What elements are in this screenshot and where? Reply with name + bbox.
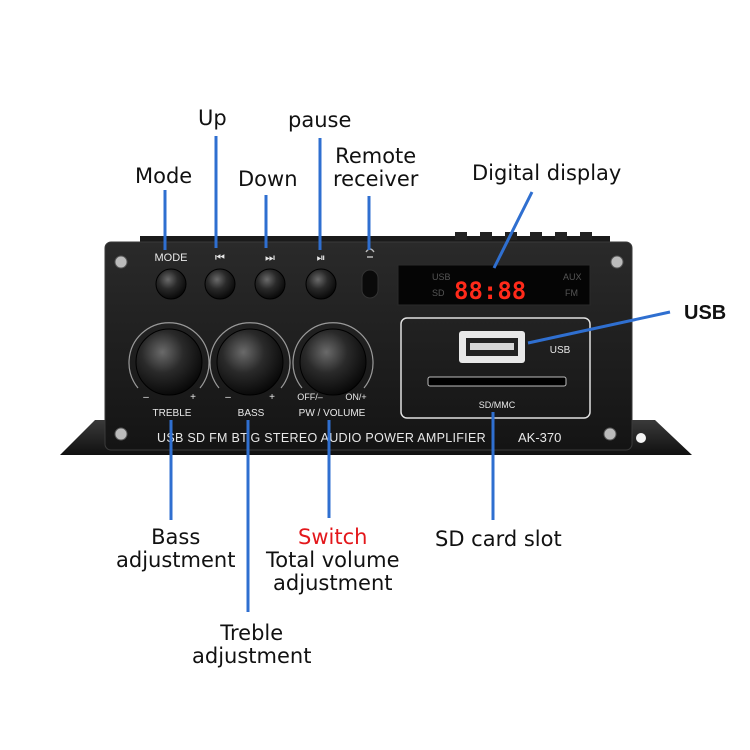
treble-knob[interactable] [128,322,210,396]
prev-glyph: ⏮ [215,252,225,264]
callout-treble-adjustment: Treble adjustment [192,622,311,668]
callout-switch: Switch [298,525,368,549]
bass-label: BASS [238,408,265,419]
callout-digital-display: Digital display [472,161,622,185]
next-glyph: ⏭ [265,252,275,264]
volume-plus: ON/+ [345,392,366,402]
product-line-text: USB SD FM BT.G STEREO AUDIO POWER AMPLIF… [157,431,486,445]
sd-port-label: SD/MMC [479,400,516,410]
callout-lines [163,136,671,612]
callout-mode: Mode [135,164,193,188]
display-indicator-aux: AUX [563,272,582,282]
display-digits: 88:88 [454,277,526,305]
callout-volume-line2: adjustment [273,571,393,595]
display-indicator-fm: FM [565,288,578,298]
bass-plus: + [269,392,275,403]
bass-minus: – [225,392,231,403]
model-number: AK-370 [518,430,561,445]
callout-bass-adjustment: Bass adjustment [116,526,235,572]
callout-treble-line1: Treble [220,621,284,645]
media-ports-frame [400,317,591,419]
remote-receiver-window [361,248,379,299]
callout-volume-line1: Total volume [266,548,400,572]
prev-up-button[interactable] [204,268,236,300]
callout-bass-line2: adjustment [116,548,236,572]
volume-minus: OFF/– [297,392,323,402]
mode-label: MODE [155,252,188,264]
treble-minus: – [143,392,149,403]
callout-remote-receiver: Remote receiver [333,145,418,191]
display-indicator-usb: USB [432,272,451,282]
callout-down: Down [238,167,298,191]
treble-label: TREBLE [153,408,192,419]
bass-knob[interactable] [209,322,291,396]
usb-port[interactable] [459,331,525,363]
callout-treble-line2: adjustment [192,644,312,668]
callout-remote-line1: Remote [335,144,417,168]
usb-port-label: USB [550,345,571,356]
callout-usb: USB [684,302,727,324]
play-pause-glyph: ⏯ [317,252,326,264]
callout-volume-adjustment: Switch Total volume adjustment [266,526,400,595]
volume-label: PW / VOLUME [299,408,366,419]
panel-screws [114,255,624,441]
next-down-button[interactable] [254,268,286,300]
callout-sd-card-slot: SD card slot [435,527,562,551]
treble-plus: + [190,392,196,403]
callout-bass-line1: Bass [151,525,201,549]
display-indicator-sd: SD [432,288,445,298]
volume-power-knob[interactable] [292,322,374,396]
mode-button[interactable] [155,268,187,300]
callout-remote-line2: receiver [333,167,419,191]
callout-pause: pause [288,108,352,132]
sd-card-slot[interactable] [427,376,567,387]
digital-display: USB SD 88:88 AUX FM [397,264,591,306]
play-pause-button[interactable] [305,268,337,300]
callout-up: Up [198,106,227,130]
